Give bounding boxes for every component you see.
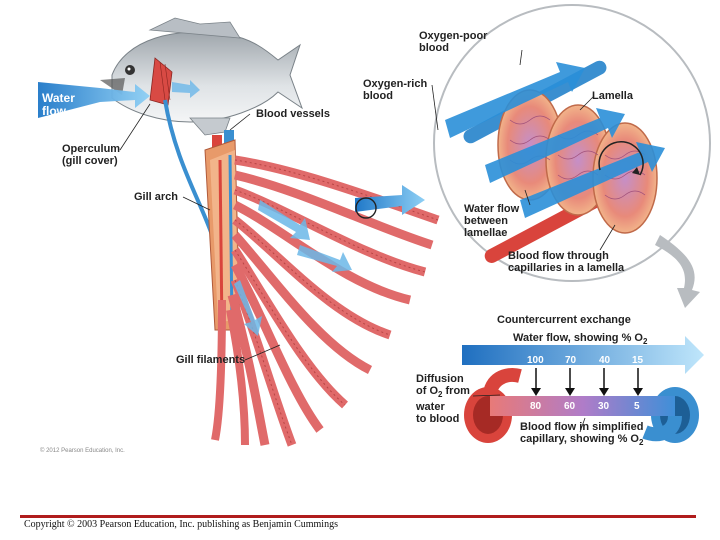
oxygen-rich-blood-label: Oxygen-rich blood bbox=[363, 78, 428, 102]
blood-value-2: 60 bbox=[564, 401, 576, 412]
water-flow-arrow bbox=[38, 82, 150, 118]
water-value-4: 15 bbox=[632, 355, 644, 366]
water-value-1: 100 bbox=[527, 355, 544, 366]
countercurrent-exchange-label: Countercurrent exchange bbox=[497, 314, 631, 326]
blood-flow-capillaries-label: Blood flow through capillaries in a lame… bbox=[508, 250, 625, 274]
blood-value-4: 5 bbox=[634, 401, 640, 412]
blood-value-3: 30 bbox=[598, 401, 610, 412]
copyright-footer: Copyright © 2003 Pearson Education, Inc.… bbox=[24, 519, 338, 530]
oxygen-poor-blood-label: Oxygen-poor blood bbox=[419, 30, 488, 54]
gill-filaments-label: Gill filaments bbox=[176, 354, 246, 366]
blood-flow-simplified-label: Blood flow in simplified capillary, show… bbox=[520, 421, 644, 448]
water-between-lamellae-label: Water flow between lamellae bbox=[464, 203, 520, 239]
diffusion-label: Diffusion of O2 from water to blood bbox=[416, 373, 470, 426]
pearson-copyright-small: © 2012 Pearson Education, Inc. bbox=[40, 448, 125, 454]
operculum-label: Operculum (gill cover) bbox=[62, 143, 121, 167]
blood-vessels-label: Blood vessels bbox=[256, 108, 330, 120]
water-value-2: 70 bbox=[565, 355, 577, 366]
lamella-magnified bbox=[431, 4, 711, 282]
water-flow-showing-label: Water flow, showing % O2 bbox=[513, 332, 648, 347]
gill-filaments bbox=[211, 155, 440, 447]
fish bbox=[100, 17, 303, 136]
footer-rule bbox=[20, 515, 696, 518]
gill-arch-label: Gill arch bbox=[134, 191, 179, 203]
countercurrent-diagram bbox=[462, 336, 704, 443]
water-flow-label: Water flow bbox=[42, 91, 75, 118]
blood-value-1: 80 bbox=[530, 401, 542, 412]
lamella-label: Lamella bbox=[592, 90, 633, 102]
water-value-3: 40 bbox=[599, 355, 611, 366]
zoom-connector-arrow bbox=[655, 235, 700, 308]
